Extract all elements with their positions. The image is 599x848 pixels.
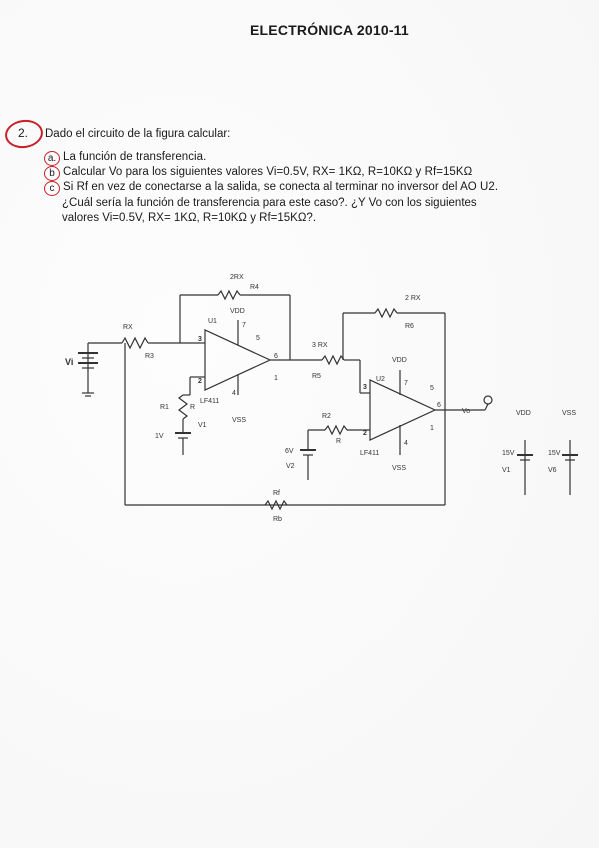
vss-supply-label: VSS <box>562 410 576 417</box>
u1-part-label: LF411 <box>200 398 219 405</box>
rf-label: Rf <box>273 490 280 497</box>
item-b-marker: b <box>44 166 60 181</box>
v2-value-label: 6V <box>285 448 294 455</box>
vo-probe <box>483 395 493 405</box>
v1-label: V1 <box>198 422 207 429</box>
v6-supply-label: V6 <box>548 467 557 474</box>
u1-pin4: 4 <box>232 390 236 397</box>
item-c-text: Si Rf en vez de conectarse a la salida, … <box>63 181 499 193</box>
r1-resistor <box>178 394 188 420</box>
item-c-continuation-2: valores Vi=0.5V, RX= 1KΩ, R=10KΩ y Rf=15… <box>62 212 317 224</box>
u1-pin1: 1 <box>274 375 278 382</box>
u2-pin7: 7 <box>404 380 408 387</box>
u2-pin4: 4 <box>404 440 408 447</box>
u2-pin5: 5 <box>430 385 434 392</box>
u1-pin7: 7 <box>242 322 246 329</box>
r6-value-label: 2 RX <box>405 295 421 302</box>
item-c-marker: c <box>44 181 60 196</box>
circuit-diagram: 2RX R4 RX R3 Vi VDD U1 3 2 6 5 4 1 7 LF4… <box>65 274 578 523</box>
r3-label: R3 <box>145 353 154 360</box>
r5-label: R5 <box>312 373 321 380</box>
vdd-u2-label: VDD <box>392 357 407 364</box>
vi-label: Vi <box>65 357 73 367</box>
rf-sub-label: Rb <box>273 516 282 523</box>
item-b-text: Calcular Vo para los siguientes valores … <box>63 166 473 178</box>
vdd-supply-label: VDD <box>516 410 531 417</box>
vss-u2-label: VSS <box>392 465 406 472</box>
v1-supply-label: V1 <box>502 467 511 474</box>
u2-opamp <box>369 379 437 441</box>
u1-label: U1 <box>208 318 217 325</box>
rx-resistor <box>121 336 149 350</box>
supply-v-label: 15V <box>502 450 515 457</box>
item-a-text: La función de transferencia. <box>63 151 207 163</box>
item-a: a.La función de transferencia. <box>44 151 206 166</box>
item-c-continuation-1: ¿Cuál sería la función de transferencia … <box>62 197 477 209</box>
r6-resistor <box>374 307 398 319</box>
u1-pin5: 5 <box>256 335 260 342</box>
u1-pin2: 2 <box>198 378 202 385</box>
r4-value-label: 2RX <box>230 274 244 281</box>
page-title: ELECTRÓNICA 2010-11 <box>250 22 409 38</box>
u1-pin6: 6 <box>274 353 278 360</box>
question-stem: Dado el circuito de la figura calcular: <box>45 128 231 140</box>
u2-pin3: 3 <box>363 384 367 391</box>
u2-part-label: LF411 <box>360 450 379 457</box>
r2-label: R2 <box>322 413 331 420</box>
r5-value-label: 3 RX <box>312 342 328 349</box>
u1-pin3: 3 <box>198 336 202 343</box>
u2-pin6: 6 <box>437 402 441 409</box>
rf-resistor <box>264 499 288 511</box>
question-number: 2. <box>17 126 28 140</box>
vss-u1-label: VSS <box>232 417 246 424</box>
rx-label: RX <box>123 324 133 331</box>
supply-v2-label: 15V <box>548 450 561 457</box>
item-a-marker: a. <box>44 151 60 166</box>
u2-pin1: 1 <box>430 425 434 432</box>
r6-label: R6 <box>405 323 414 330</box>
v1-value-label: 1V <box>155 433 164 440</box>
r5-resistor <box>321 354 345 366</box>
r-u2-label: R <box>336 438 341 445</box>
r1-label: R1 <box>160 404 169 411</box>
r4-label: R4 <box>250 284 259 291</box>
vdd-u1-label: VDD <box>230 308 245 315</box>
vo-label: Vo <box>462 408 470 415</box>
v2-label: V2 <box>286 463 295 470</box>
r-label: R <box>190 404 195 411</box>
u2-pin2: 2 <box>363 430 367 437</box>
r4-resistor <box>217 289 241 301</box>
u2-label: U2 <box>376 376 385 383</box>
r2-resistor <box>324 424 348 436</box>
